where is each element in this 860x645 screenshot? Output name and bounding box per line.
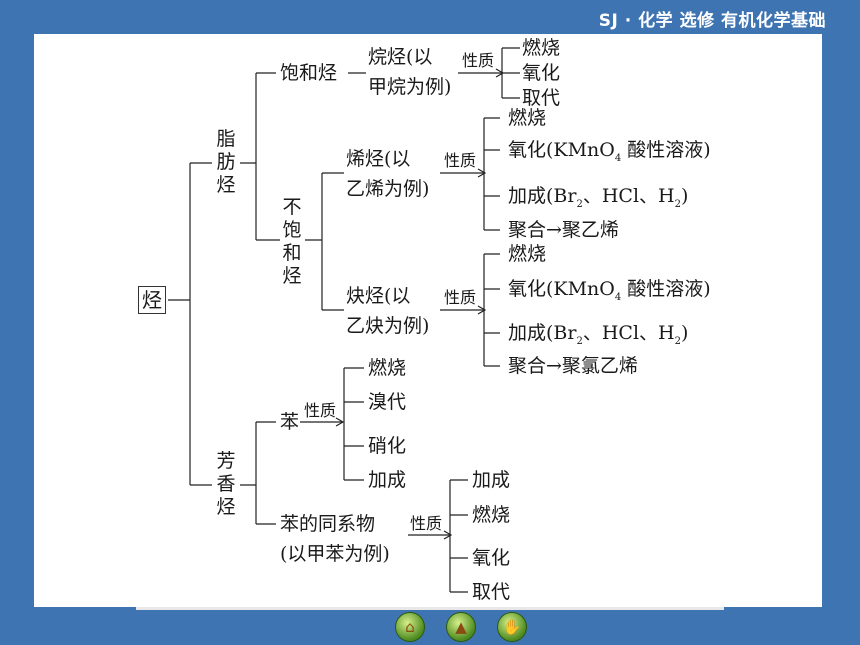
alkyne-polymer: 聚合→聚氯乙烯 — [508, 355, 638, 377]
alkene-polymer: 聚合→聚乙烯 — [508, 219, 619, 241]
homolog-oxidation: 氧化 — [472, 547, 511, 569]
alkyne-oxidation: 氧化(KMnO4 酸性溶液) — [508, 278, 711, 303]
benzene-burn: 燃烧 — [368, 357, 407, 379]
saturated-property: 性质 — [462, 51, 495, 70]
aliphatic-label: 脂肪烃 — [216, 128, 236, 196]
alkyne-property: 性质 — [444, 288, 477, 307]
saturated-label: 饱和烃 — [280, 62, 338, 84]
benzene-bromination: 溴代 — [368, 391, 407, 413]
homolog-substitution: 取代 — [472, 581, 511, 603]
benzene-property: 性质 — [304, 401, 337, 420]
benzene-addition: 加成 — [368, 469, 407, 491]
benzene-nitration: 硝化 — [368, 435, 407, 457]
saturated-item-oxidation: 氧化 — [522, 62, 561, 84]
alkyne-burn: 燃烧 — [508, 243, 547, 265]
saturated-item-substitution: 取代 — [522, 87, 561, 109]
homolog-addition: 加成 — [472, 469, 511, 491]
content-panel — [34, 34, 822, 607]
alkyne-example: 炔烃(以乙炔为例) — [346, 285, 430, 337]
root-node: 烃 — [138, 286, 166, 314]
homolog-label: 苯的同系物(以甲苯为例) — [280, 513, 390, 565]
benzene-label: 苯 — [280, 411, 300, 433]
saturated-item-burn: 燃烧 — [522, 37, 561, 59]
panel-shadow — [136, 607, 724, 610]
aromatic-label: 芳香烃 — [216, 450, 236, 518]
home-icon[interactable]: ⌂ — [395, 612, 425, 642]
homolog-burn: 燃烧 — [472, 504, 511, 526]
alkene-example: 烯烃(以乙烯为例) — [346, 148, 430, 200]
alkene-addition: 加成(Br2、HCl、H2) — [508, 185, 689, 210]
alkyne-addition: 加成(Br2、HCl、H2) — [508, 322, 689, 347]
alkene-oxidation: 氧化(KMnO4 酸性溶液) — [508, 139, 711, 164]
slide-header: SJ · 化学 选修 有机化学基础 — [598, 11, 826, 31]
hand-icon[interactable]: ✋ — [497, 612, 527, 642]
homolog-property: 性质 — [410, 514, 443, 533]
alkane-example: 烷烃(以甲烷为例) — [368, 46, 452, 98]
alkene-property: 性质 — [444, 151, 477, 170]
alkene-burn: 燃烧 — [508, 107, 547, 129]
unsaturated-label: 不饱和烃 — [282, 196, 302, 287]
house-icon[interactable]: ▲ — [446, 612, 476, 642]
